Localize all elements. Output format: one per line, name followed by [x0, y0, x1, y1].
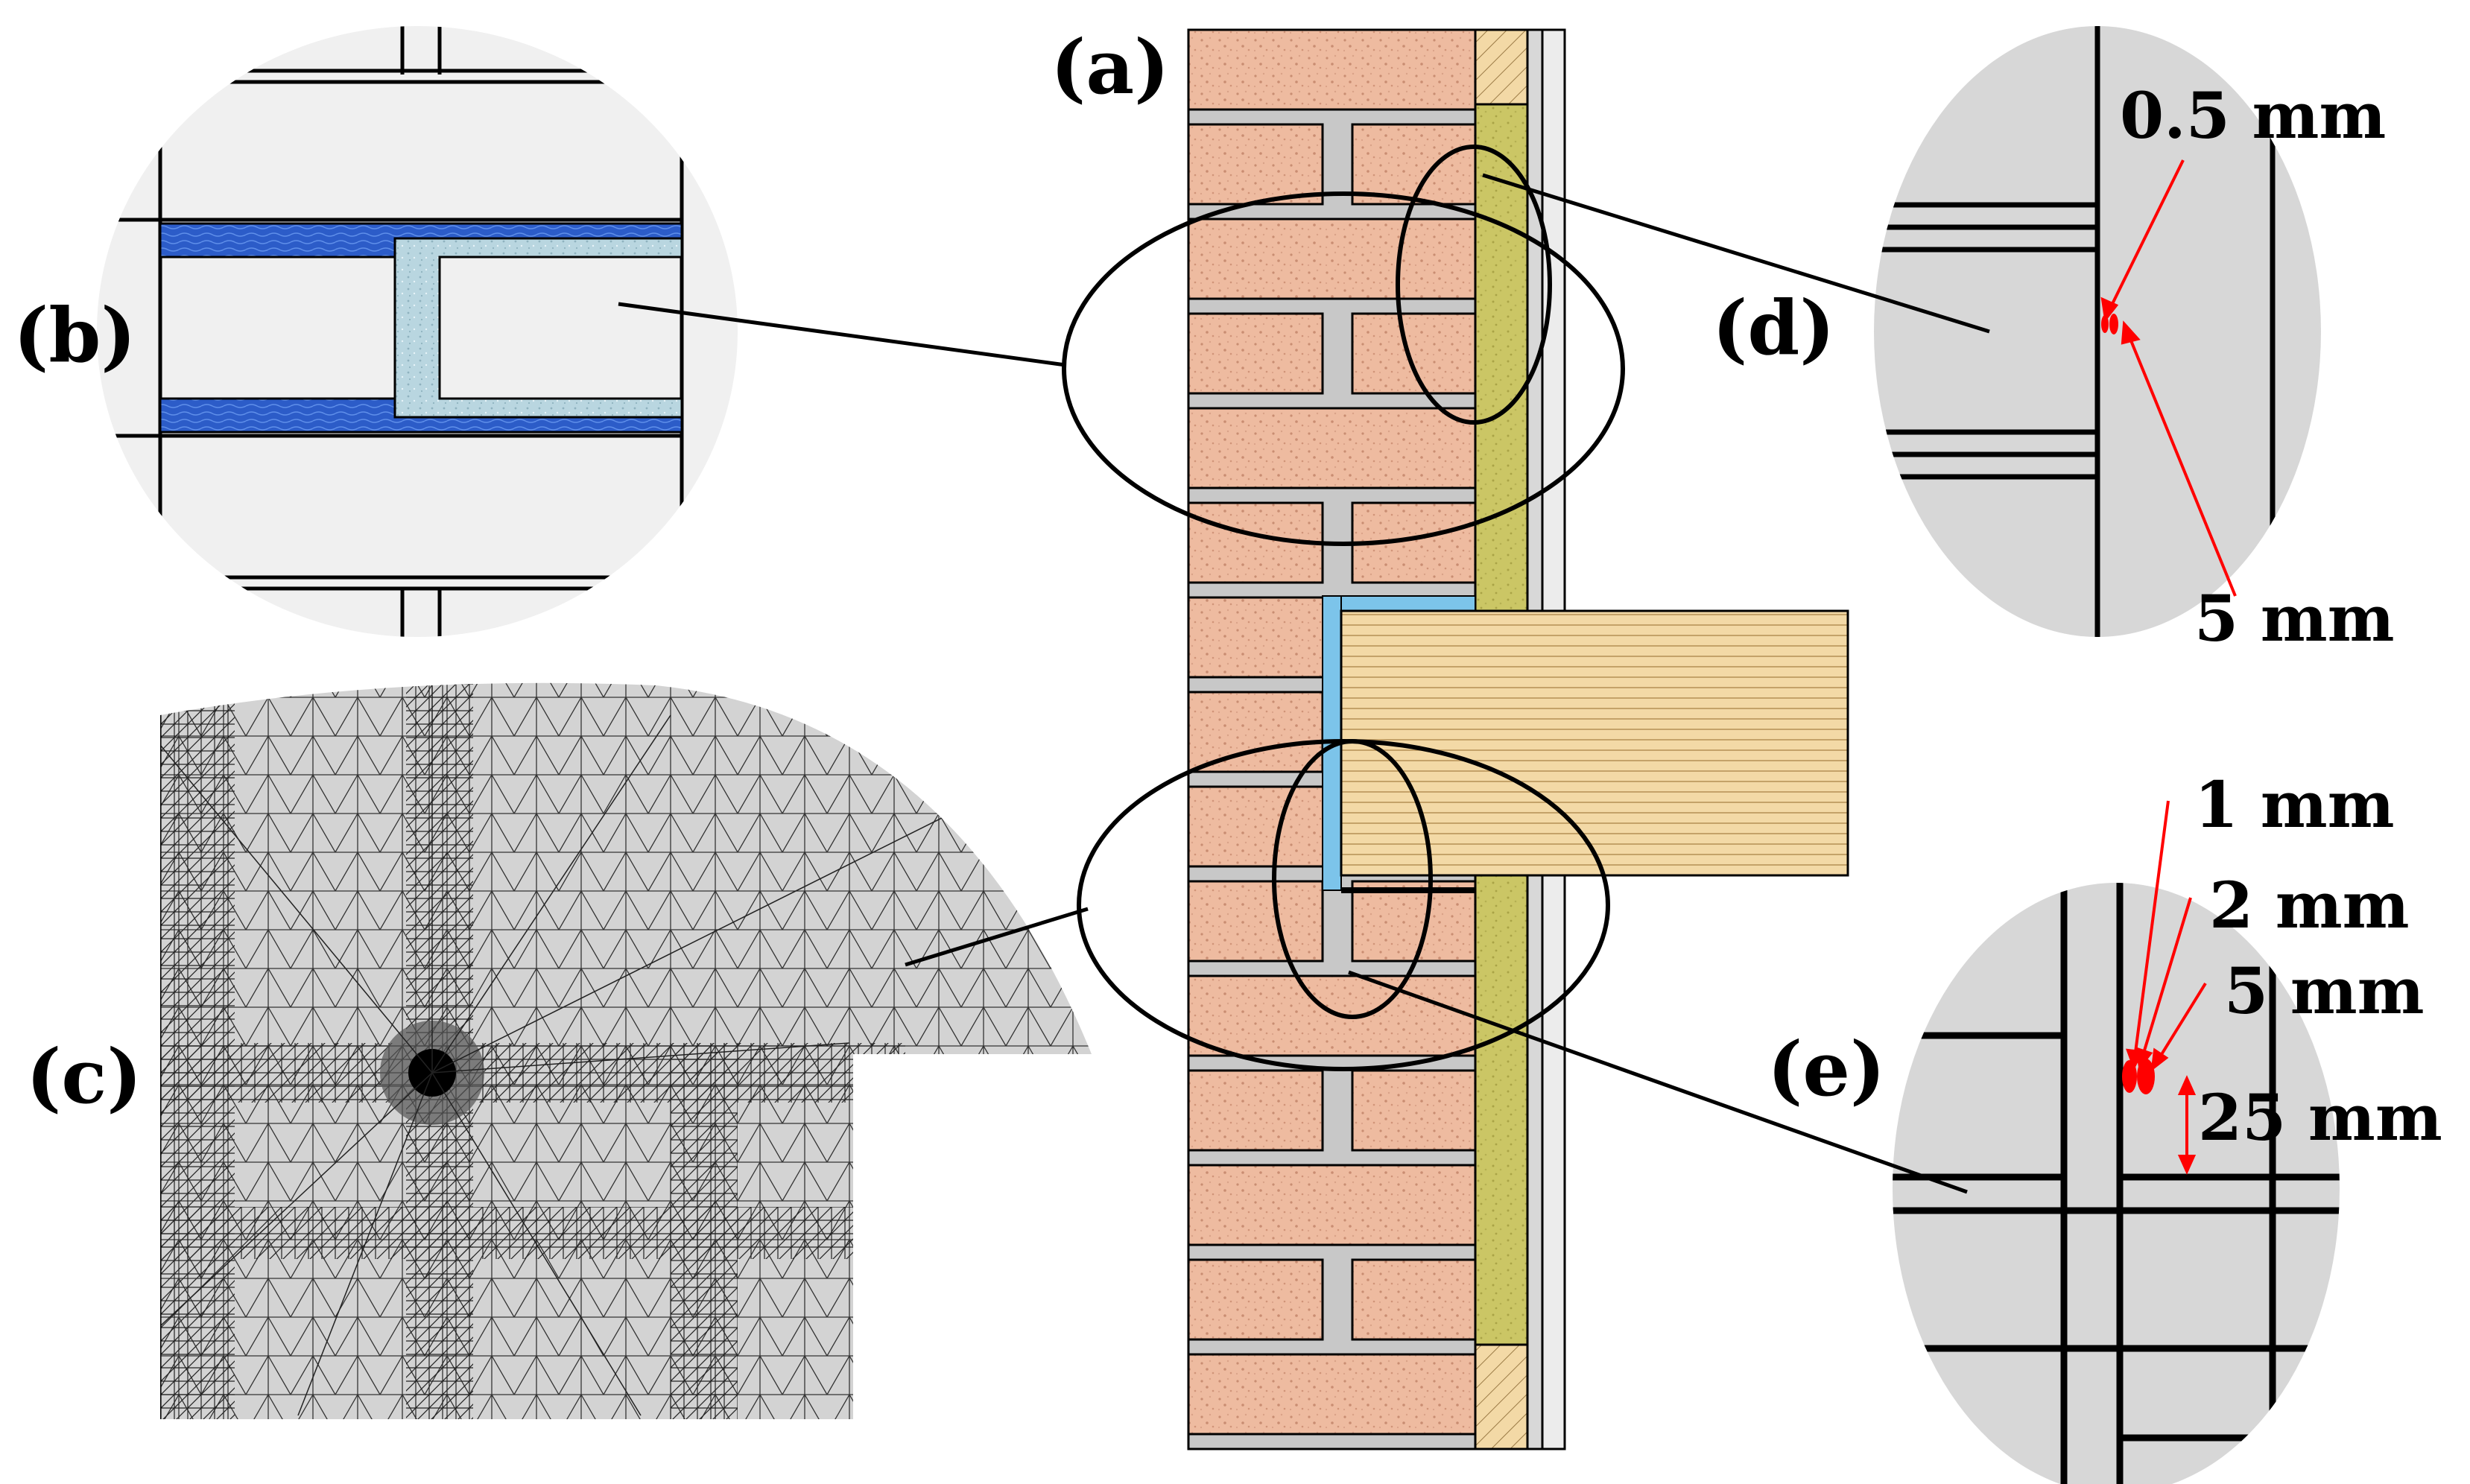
brick [1187, 312, 1324, 395]
dim-label-0-5mm: 0.5 mm [2120, 79, 2386, 153]
dim-label-1mm: 1 mm [2194, 768, 2395, 843]
brick [1351, 880, 1477, 963]
brick [1187, 691, 1324, 773]
zoom-ellipse-d [1396, 145, 1552, 425]
leader-lines [618, 173, 1990, 1194]
brick [1187, 1164, 1477, 1246]
panel-label-b: (b) [13, 291, 136, 379]
brick [1187, 1353, 1477, 1436]
dim-label-25mm: 25 mm [2198, 1081, 2442, 1155]
mesh-panel-c [160, 682, 1092, 1419]
brick [1187, 407, 1477, 489]
timber-beam [1340, 609, 1849, 877]
detail-panel-b [97, 26, 738, 637]
hatched-bottom-block [1474, 1343, 1529, 1450]
panel-label-c: (c) [26, 1033, 142, 1120]
panel-label-e: (e) [1767, 1025, 1885, 1113]
brick [1187, 28, 1477, 111]
brick [1187, 218, 1477, 300]
dim-label-5mm-d: 5 mm [2194, 582, 2395, 656]
brick [1351, 1069, 1477, 1152]
brick [1187, 880, 1324, 963]
zoom-ellipse-b [1062, 191, 1625, 546]
panel-label-d: (d) [1712, 284, 1835, 372]
zoom-ellipse-e [1272, 739, 1433, 1019]
cavity-fill-top [1340, 595, 1476, 612]
brick [1351, 312, 1477, 395]
dim-label-2mm: 2 mm [2209, 869, 2410, 943]
brick [1351, 1258, 1477, 1341]
wall-section [1187, 28, 1849, 1450]
brick [1187, 123, 1324, 206]
brick [1351, 123, 1477, 206]
hatched-top-block [1474, 28, 1529, 106]
detail-panel-e [1893, 883, 2340, 1484]
dimension-arrows [2100, 159, 2237, 1175]
panel-label-a: (a) [1051, 23, 1169, 111]
dim-label-5mm-e: 5 mm [2224, 954, 2425, 1029]
brick [1187, 1069, 1324, 1152]
brick [1187, 1258, 1324, 1341]
brick [1187, 974, 1477, 1057]
